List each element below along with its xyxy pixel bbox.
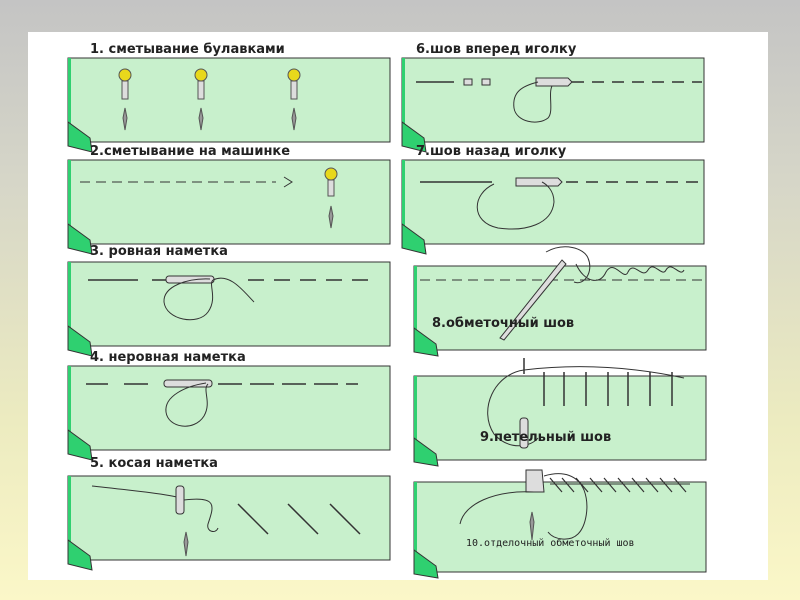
caption-overcast-stitch: 8.обметочный шов (432, 316, 575, 331)
panel-decorative-overcast-stitch (413, 469, 707, 579)
caption-decorative-overcast-stitch: 10.отделочный обметочный шов (466, 538, 635, 549)
illustration-slide: 1. сметывание булавками 2.сметывание на … (28, 32, 768, 580)
caption-machine-basting: 2.сметывание на машинке (90, 144, 291, 159)
caption-even-tacking: 3. ровная наметка (90, 244, 228, 259)
caption-uneven-tacking: 4. неровная наметка (90, 350, 246, 365)
panel-buttonhole-stitch (413, 358, 707, 467)
caption-pin-basting: 1. сметывание булавками (90, 42, 285, 57)
panel-backstitch (401, 159, 705, 255)
pin-icon (194, 68, 208, 131)
panel-machine-basting (67, 159, 391, 255)
caption-backstitch: 7.шов назад иголку (416, 144, 567, 159)
caption-buttonhole-stitch: 9.петельный шов (480, 430, 612, 445)
panel-uneven-tacking (67, 365, 391, 461)
pin-icon (324, 167, 338, 229)
panel-even-tacking (67, 261, 391, 357)
caption-diagonal-tacking: 5. косая наметка (90, 456, 218, 471)
pin-icon (118, 68, 132, 131)
panel-diagonal-tacking (67, 475, 391, 571)
caption-running-stitch: 6.шов вперед иголку (416, 42, 577, 57)
panel-overcast-stitch (413, 246, 707, 357)
panel-running-stitch (401, 57, 705, 153)
panel-pin-basting (67, 57, 391, 153)
pin-icon (287, 68, 301, 131)
